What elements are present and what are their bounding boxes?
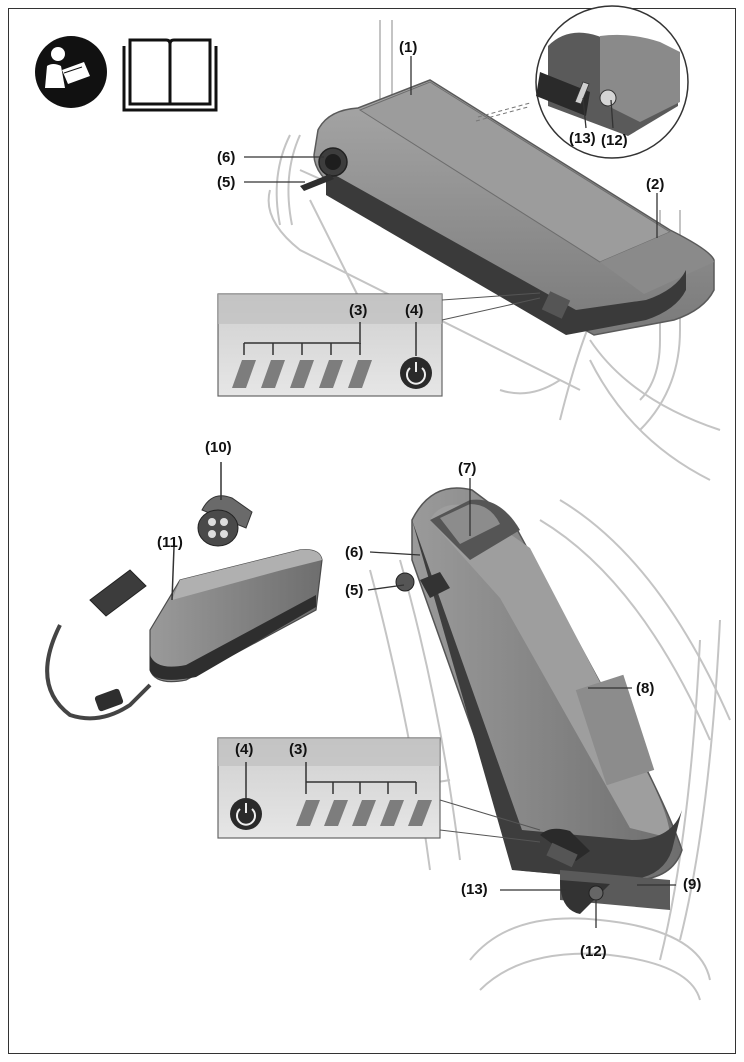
charge-level-leds-top bbox=[232, 360, 372, 388]
bottom-indicator-panel bbox=[217, 737, 541, 843]
callout-4-bottom: (4) bbox=[235, 741, 254, 758]
power-button-bottom bbox=[230, 762, 262, 830]
callout-5-top: (5) bbox=[217, 174, 236, 191]
callout-4-top: (4) bbox=[405, 302, 424, 319]
callout-5-bottom: (5) bbox=[345, 582, 364, 599]
manual-book-icon bbox=[122, 38, 218, 112]
leader-lines bbox=[244, 56, 676, 928]
page-frame bbox=[8, 8, 736, 1054]
lock-detail-circle bbox=[475, 5, 689, 159]
callout-7: (7) bbox=[458, 460, 477, 477]
callout-1: (1) bbox=[399, 39, 418, 56]
callout-3-top: (3) bbox=[349, 302, 368, 319]
callout-12-top: (12) bbox=[601, 132, 628, 149]
charger-adapter bbox=[197, 462, 253, 547]
rack-battery bbox=[300, 79, 715, 336]
charger bbox=[45, 546, 323, 721]
top-indicator-panel bbox=[217, 292, 541, 397]
callout-2: (2) bbox=[646, 176, 665, 193]
callout-3-bottom: (3) bbox=[289, 741, 308, 758]
callout-13-top: (13) bbox=[569, 130, 596, 147]
power-button-top bbox=[400, 322, 432, 389]
callout-8: (8) bbox=[636, 680, 655, 697]
read-manual-icon bbox=[35, 36, 107, 108]
callout-6-top: (6) bbox=[217, 149, 236, 166]
charge-level-leds-bottom bbox=[296, 800, 432, 826]
callout-13-bottom: (13) bbox=[461, 881, 488, 898]
callout-6-bottom: (6) bbox=[345, 544, 364, 561]
callout-11: (11) bbox=[157, 534, 183, 551]
callout-12-bottom: (12) bbox=[580, 943, 607, 960]
callout-9: (9) bbox=[683, 876, 702, 893]
callout-10: (10) bbox=[205, 439, 232, 456]
frame-battery bbox=[395, 487, 683, 914]
